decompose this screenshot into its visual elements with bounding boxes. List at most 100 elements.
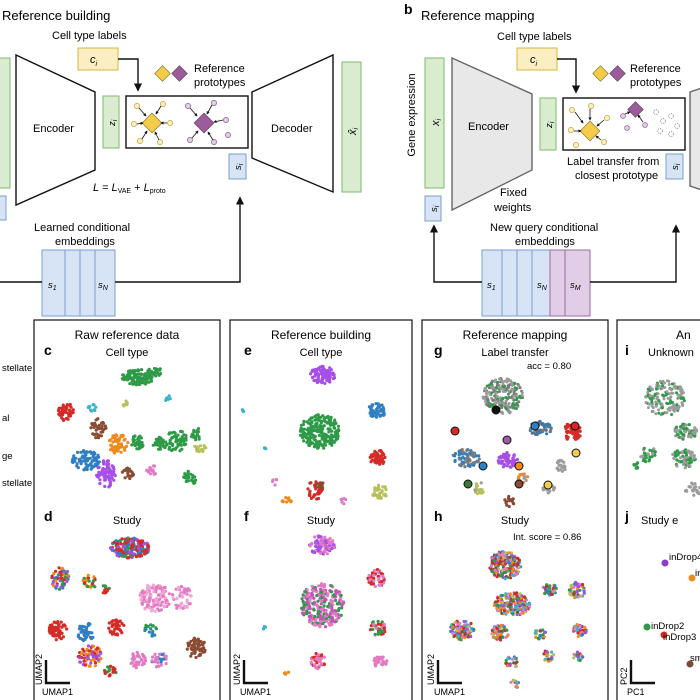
umap-point — [460, 630, 464, 634]
umap-point — [81, 459, 85, 463]
umap-point — [546, 422, 550, 426]
umap-point — [329, 435, 333, 440]
umap-point — [176, 604, 180, 608]
umap-point — [487, 386, 491, 390]
umap-point — [377, 449, 382, 453]
umap-point — [78, 660, 82, 664]
umap-point — [113, 667, 117, 671]
umap-point — [307, 443, 311, 448]
umap-point — [183, 472, 187, 476]
umap-point — [196, 637, 200, 641]
panel-partial-frame — [616, 319, 700, 700]
umap-point — [317, 623, 322, 628]
umap-point — [510, 560, 514, 564]
umap-point — [660, 402, 664, 406]
umap-point — [56, 620, 60, 624]
umap-point — [504, 407, 508, 411]
umap-point — [86, 644, 91, 648]
b-legend-proto-yellow — [592, 65, 609, 82]
umap-point — [331, 422, 335, 426]
umap-point — [108, 546, 113, 550]
umap-point — [549, 657, 553, 661]
umap-point — [572, 656, 576, 660]
umap-point — [148, 373, 152, 377]
a-xhat-box — [341, 61, 362, 193]
umap-point — [60, 566, 64, 571]
umap-point — [545, 584, 549, 589]
panel-b-title: Reference mapping — [421, 8, 534, 23]
umap-point — [106, 587, 110, 592]
umap-point — [120, 631, 124, 635]
umap-point — [93, 664, 97, 668]
umap-point — [506, 459, 510, 463]
umap-point — [119, 434, 123, 438]
umap-point — [308, 606, 312, 610]
raw-axes — [44, 660, 70, 685]
umap-point — [373, 449, 377, 453]
panel-map-header: Reference mapping — [463, 328, 568, 342]
umap-point — [146, 590, 150, 594]
umap-point — [184, 436, 188, 440]
umap-point — [581, 632, 585, 637]
umap-point — [648, 455, 652, 459]
umap-point — [377, 405, 381, 409]
umap-point — [318, 429, 322, 433]
umap-point — [505, 377, 509, 381]
umap-point — [303, 427, 307, 431]
umap-point — [271, 479, 275, 484]
umap-point — [167, 394, 171, 398]
umap-point — [307, 437, 311, 442]
umap-point — [187, 588, 191, 592]
umap-point — [555, 466, 559, 470]
umap-point — [94, 456, 98, 460]
umap-point — [377, 660, 381, 664]
umap-point — [154, 587, 158, 591]
umap-point — [665, 379, 669, 383]
umap-point — [107, 626, 111, 630]
umap-point — [103, 591, 107, 595]
umap-point — [151, 443, 155, 447]
umap-point — [93, 651, 97, 655]
umap-point — [305, 432, 309, 436]
umap-point — [515, 613, 519, 617]
prototype-marker — [543, 480, 553, 490]
umap-point — [82, 649, 86, 653]
umap-point — [304, 590, 308, 594]
umap-point — [373, 632, 377, 636]
umap-point — [142, 595, 146, 599]
b-fixed-1: Fixed — [500, 187, 527, 199]
umap-point — [65, 403, 69, 407]
umap-point — [679, 385, 683, 389]
umap-point — [520, 391, 524, 395]
umap-point — [382, 626, 386, 630]
umap-point — [501, 412, 505, 415]
a-proto-yellow — [141, 112, 163, 134]
umap-point — [504, 399, 508, 403]
umap-point — [106, 665, 110, 669]
umap-point — [126, 441, 130, 445]
umap-point — [517, 400, 521, 404]
umap-point — [116, 444, 120, 448]
umap-point — [136, 368, 140, 372]
umap-point — [93, 655, 97, 659]
umap-point — [149, 627, 153, 631]
umap-point — [189, 639, 193, 643]
umap-point — [154, 367, 159, 371]
umap-point — [326, 414, 330, 419]
umap-point — [495, 394, 499, 398]
umap-point — [515, 394, 519, 397]
b-legend-proto-purple — [609, 65, 626, 82]
umap-point — [180, 435, 184, 439]
a-embedding-arrow — [115, 196, 245, 283]
umap-point — [328, 536, 332, 541]
umap-point — [84, 450, 88, 454]
umap-point — [559, 463, 563, 467]
umap-point — [108, 673, 112, 677]
umap-point — [457, 452, 462, 456]
umap-point — [312, 663, 316, 667]
umap-point — [88, 404, 92, 408]
umap-point — [314, 480, 318, 484]
b-embedding-arrow-right — [590, 224, 681, 283]
umap-point — [689, 435, 693, 439]
umap-point — [508, 569, 512, 573]
